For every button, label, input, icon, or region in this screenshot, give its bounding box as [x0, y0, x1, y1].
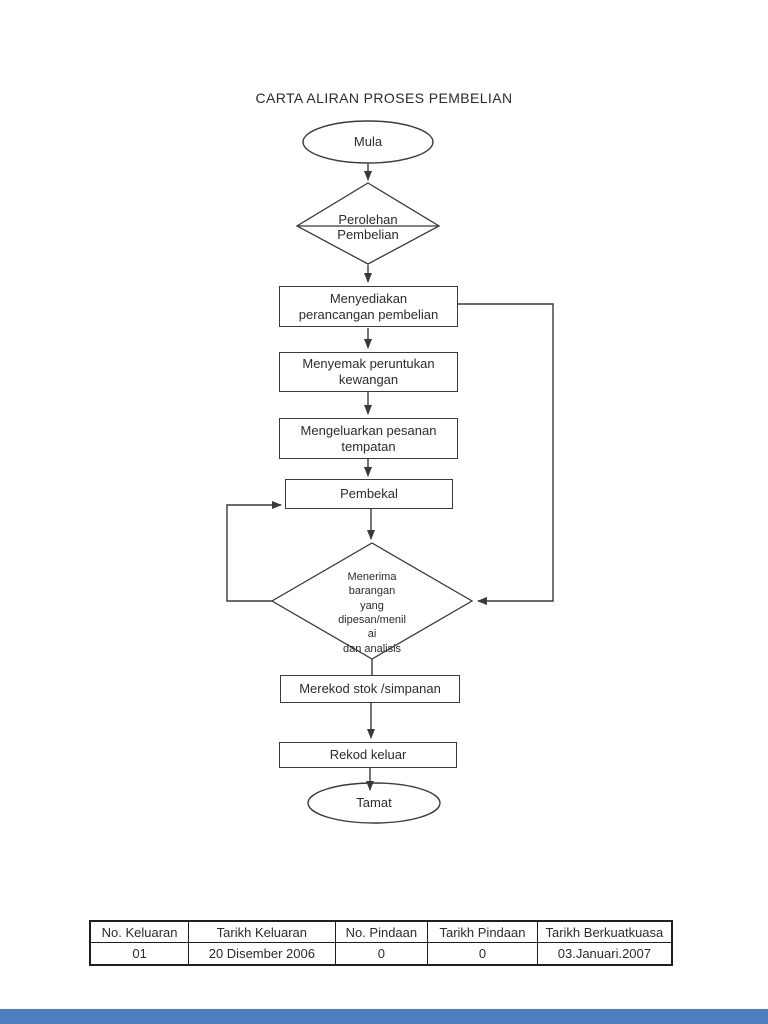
- node-step4: Pembekal: [285, 479, 453, 509]
- header-no-pindaan: No. Pindaan: [334, 920, 429, 943]
- node-step3: Mengeluarkan pesanan tempatan: [279, 418, 458, 459]
- cell-no-pindaan: 0: [334, 942, 429, 966]
- page-title: CARTA ALIRAN PROSES PEMBELIAN: [255, 90, 513, 106]
- path-decision2-to-step4: [226, 501, 282, 602]
- node-step5: Merekod stok /simpanan: [280, 675, 460, 703]
- header-no-keluaran: No. Keluaran: [89, 920, 190, 943]
- node-decision2: Menerima barangan yang dipesan/menil ai …: [338, 570, 406, 655]
- cell-no-keluaran: 01: [89, 942, 190, 966]
- header-tarikh-keluaran: Tarikh Keluaran: [188, 920, 336, 943]
- cell-tarikh-pindaan: 0: [427, 942, 538, 966]
- revision-table: No. Keluaran Tarikh Keluaran No. Pindaan…: [89, 920, 673, 966]
- cell-tarikh-berkuatkuasa: 03.Januari.2007: [536, 942, 673, 966]
- revision-table-data-row: 01 20 Disember 2006 0 0 03.Januari.2007: [89, 942, 673, 966]
- node-step6: Rekod keluar: [279, 742, 457, 768]
- node-step1: Menyediakan perancangan pembelian: [279, 286, 458, 327]
- cell-tarikh-keluaran: 20 Disember 2006: [188, 942, 336, 966]
- revision-table-header-row: No. Keluaran Tarikh Keluaran No. Pindaan…: [89, 920, 673, 943]
- node-start: Mula: [353, 134, 383, 149]
- header-tarikh-berkuatkuasa: Tarikh Berkuatkuasa: [536, 920, 673, 943]
- node-step2: Menyemak peruntukan kewangan: [279, 352, 458, 392]
- node-decision1: Perolehan Pembelian: [337, 211, 399, 242]
- header-tarikh-pindaan: Tarikh Pindaan: [427, 920, 538, 943]
- footer-bar: [0, 1009, 768, 1024]
- path-step1-to-decision2: [458, 303, 554, 605]
- node-end: Tamat: [356, 795, 392, 810]
